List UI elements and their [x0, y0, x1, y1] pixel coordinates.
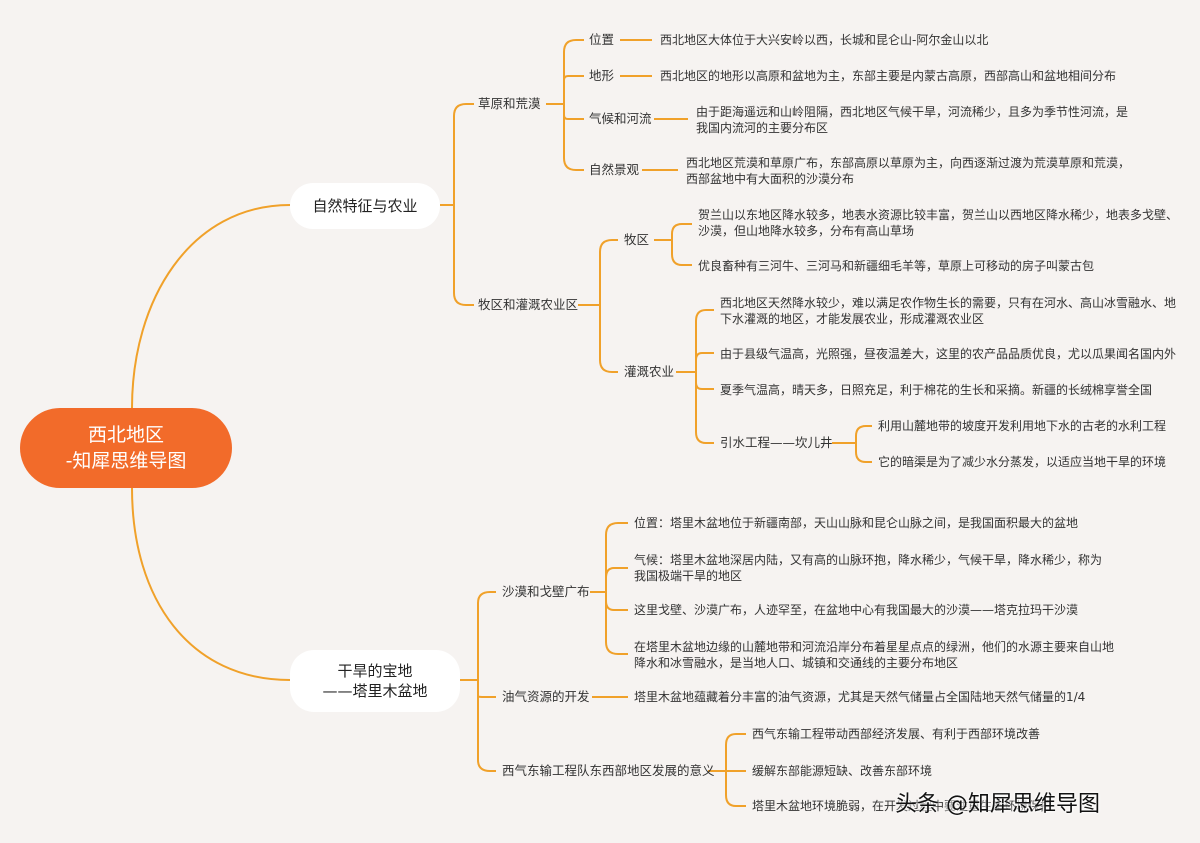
text-desert-climate-line1: 气候：塔里木盆地深居内陆，又有高的山脉环抱，降水稀少，气候干旱，降水稀少，称为	[634, 553, 1103, 567]
root-node[interactable]: 西北地区 -知犀思维导图	[20, 408, 232, 488]
text-climate-line2: 我国内流河的主要分布区	[696, 121, 829, 135]
text-oasis-line2: 降水和冰雪融水，是当地人口、城镇和交通线的主要分布地区	[634, 656, 959, 670]
node-climate-rivers[interactable]: 气候和河流	[589, 111, 652, 126]
text-pasture-line2: 沙漠，但山地降水较多，分布有高山草场	[698, 224, 915, 238]
node-landscape[interactable]: 自然景观	[589, 162, 640, 177]
text-landscape-line1: 西北地区荒漠和草原广布，东部高原以草原为主，向西逐渐过渡为荒漠草原和荒漠，	[686, 156, 1131, 170]
text-climate-line1: 由于距海遥远和山岭阻隔，西北地区气候干旱，河流稀少，且多为季节性河流，是	[696, 105, 1129, 119]
node-grassland-desert[interactable]: 草原和荒漠	[478, 96, 541, 111]
node-irrigation-agriculture[interactable]: 灌溉农业	[624, 364, 675, 379]
watermark: 头条 @知犀思维导图	[895, 792, 1100, 817]
text-irrigation-line1: 西北地区天然降水较少，难以满足农作物生长的需要，只有在河水、高山冰雪融水、地	[720, 296, 1177, 310]
branch-natural-features[interactable]: 自然特征与农业	[290, 183, 440, 229]
text-desert-location: 位置：塔里木盆地位于新疆南部，天山山脉和昆仑山脉之间，是我国面积最大的盆地	[634, 516, 1079, 530]
text-taklimakan: 这里戈壁、沙漠广布，人迹罕至，在盆地中心有我国最大的沙漠——塔克拉玛干沙漠	[634, 603, 1079, 617]
text-pasture-breeds: 优良畜种有三河牛、三河马和新疆细毛羊等，草原上可移动的房子叫蒙古包	[698, 259, 1095, 273]
text-karez-line1: 利用山麓地带的坡度开发利用地下水的古老的水利工程	[878, 419, 1167, 433]
node-terrain[interactable]: 地形	[589, 68, 615, 83]
text-terrain: 西北地区的地形以高原和盆地为主，东部主要是内蒙古高原，西部高山和盆地相间分布	[660, 69, 1117, 83]
node-pasture-irrigation[interactable]: 牧区和灌溉农业区	[478, 297, 579, 312]
node-desert-gobi[interactable]: 沙漠和戈壁广布	[502, 584, 590, 599]
text-pasture-line1: 贺兰山以东地区降水较多，地表水资源比较丰富，贺兰山以西地区降水稀少，地表多戈壁、	[698, 208, 1179, 222]
root-title-line1: 西北地区	[87, 424, 164, 446]
node-oil-gas[interactable]: 油气资源的开发	[502, 689, 590, 704]
text-pipeline-west: 西气东输工程带动西部经济发展、有利于西部环境改善	[752, 727, 1041, 741]
branch-natural-features-label: 自然特征与农业	[312, 197, 418, 215]
text-karez-line2: 它的暗渠是为了减少水分蒸发，以适应当地干旱的环境	[878, 455, 1167, 469]
text-irrigation-line2: 下水灌溉的地区，才能发展农业，形成灌溉农业区	[720, 312, 985, 326]
text-irrigation-produce: 由于县级气温高，光照强，昼夜温差大，这里的农产品品质优良，尤以瓜果闻名国内外	[720, 347, 1177, 361]
root-title-line2: -知犀思维导图	[65, 450, 187, 472]
node-pasture[interactable]: 牧区	[624, 232, 650, 247]
text-desert-climate-line2: 我国极端干旱的地区	[634, 569, 743, 583]
text-location: 西北地区大体位于大兴安岭以西，长城和昆仑山-阿尔金山以北	[660, 33, 989, 47]
text-pipeline-east: 缓解东部能源短缺、改善东部环境	[752, 764, 933, 778]
node-location[interactable]: 位置	[589, 32, 615, 47]
text-pipeline-ecology: 塔里木盆地环境脆弱，在开发过程中要注重生态环境保护	[752, 799, 1053, 813]
node-karez[interactable]: 引水工程——坎儿井	[720, 435, 833, 450]
node-west-east-gas[interactable]: 西气东输工程队东西部地区发展的意义	[502, 763, 715, 778]
branch-tarim-basin[interactable]: 干旱的宝地 ——塔里木盆地	[290, 650, 460, 712]
text-oasis-line1: 在塔里木盆地边缘的山麓地带和河流沿岸分布着星星点点的绿洲，他们的水源主要来自山地	[634, 640, 1115, 654]
text-landscape-line2: 西部盆地中有大面积的沙漠分布	[686, 172, 855, 186]
text-irrigation-cotton: 夏季气温高，晴天多，日照充足，利于棉花的生长和采摘。新疆的长绒棉享誉全国	[720, 383, 1153, 397]
branch-tarim-basin-line1: 干旱的宝地	[337, 662, 413, 680]
text-oil-gas: 塔里木盆地蕴藏着分丰富的油气资源，尤其是天然气储量占全国陆地天然气储量的1/4	[634, 690, 1086, 704]
branch-tarim-basin-line2: ——塔里木盆地	[322, 682, 428, 700]
